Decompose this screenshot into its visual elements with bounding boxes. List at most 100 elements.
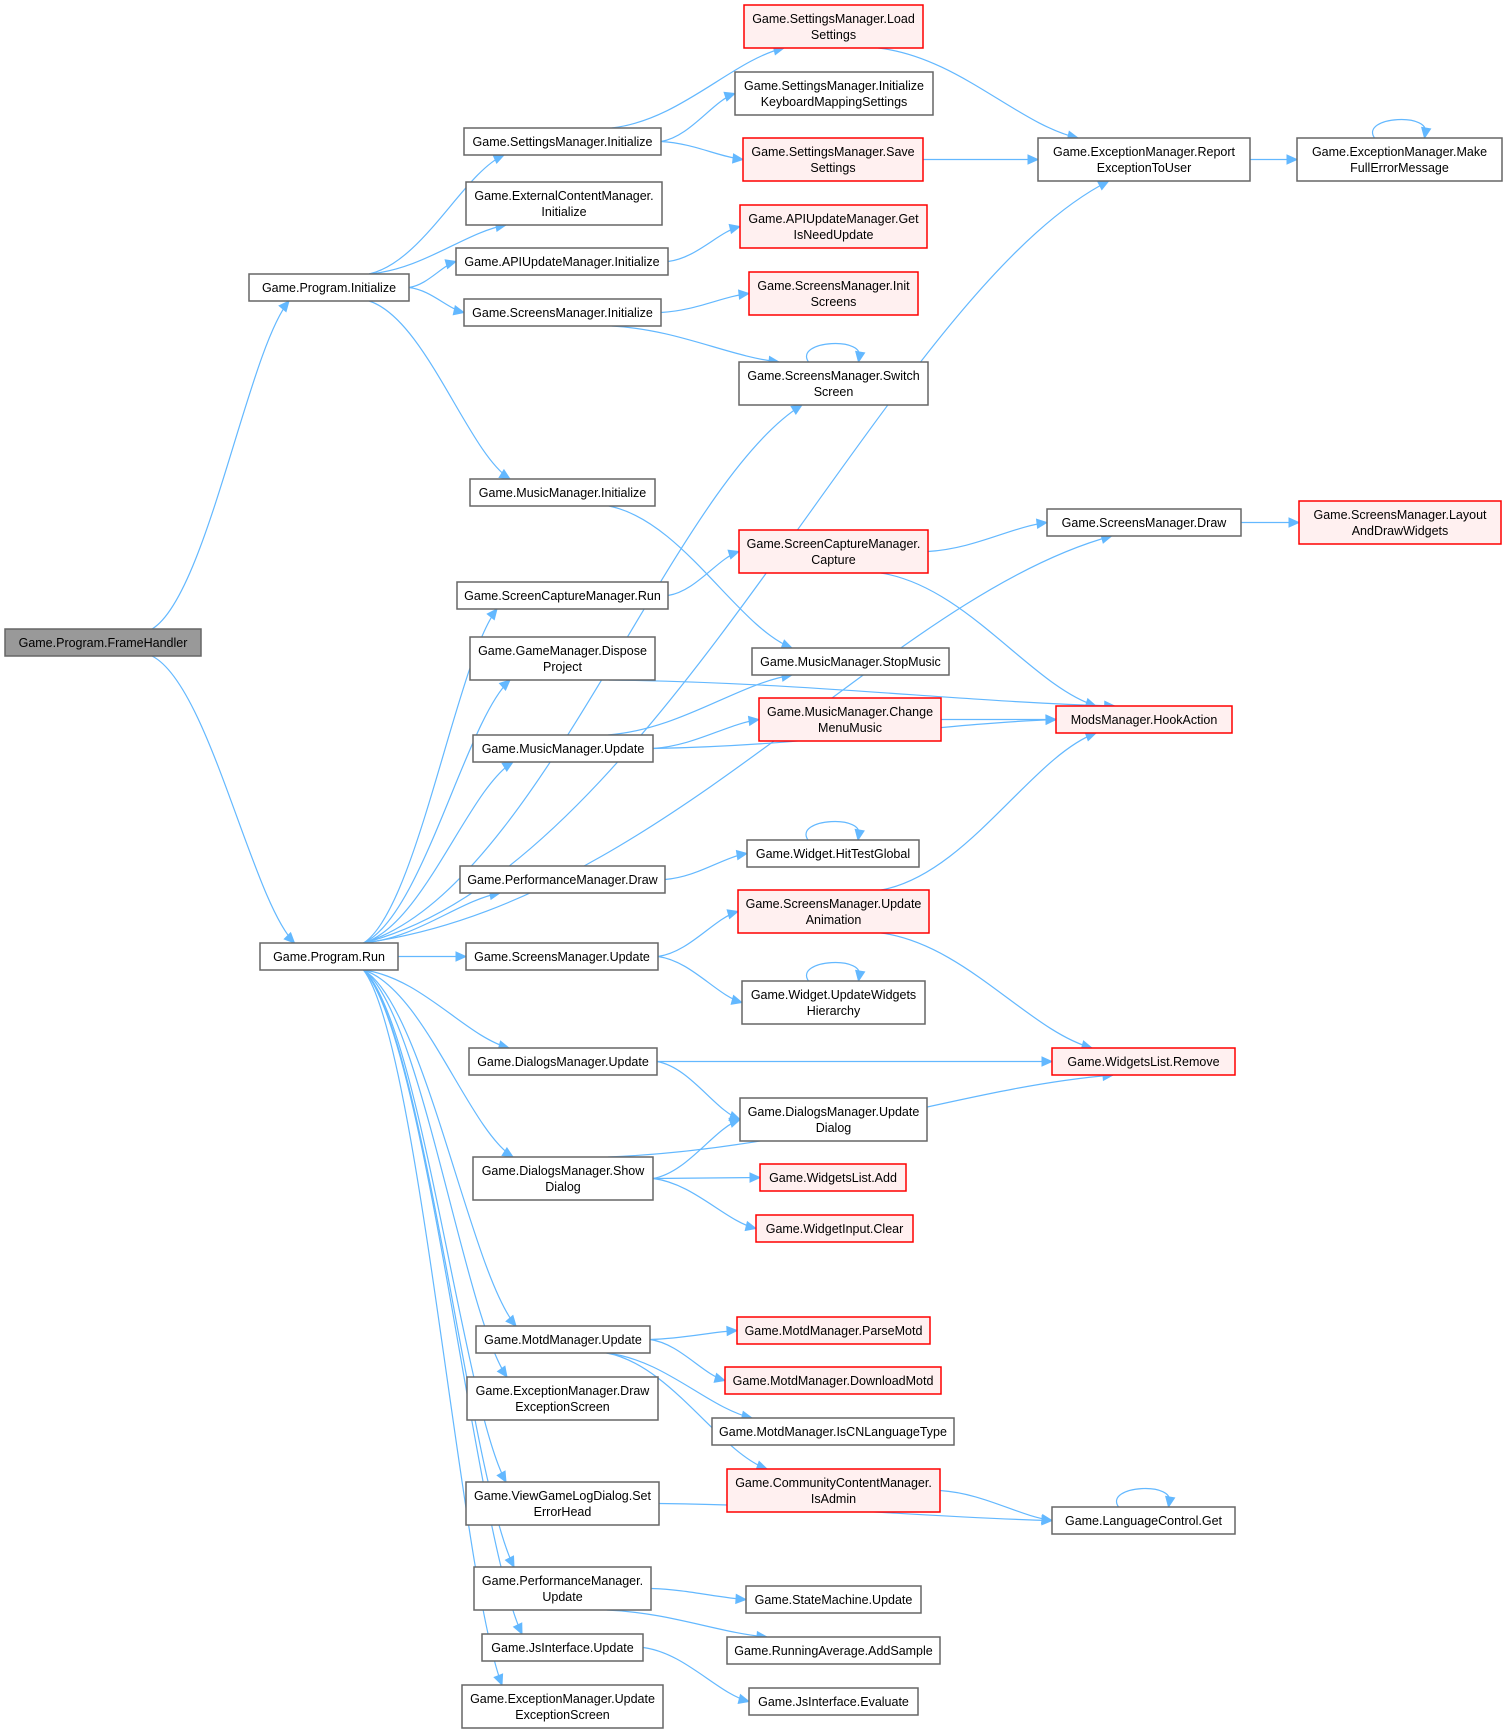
node-box[interactable]: [1046, 508, 1242, 537]
node-box[interactable]: [248, 273, 410, 302]
node-update-exc-screen[interactable]: Game.ExceptionManager.UpdateExceptionScr…: [461, 1684, 664, 1729]
node-box[interactable]: [737, 889, 930, 934]
node-report-exception[interactable]: Game.ExceptionManager.ReportExceptionToU…: [1037, 137, 1251, 182]
node-box[interactable]: [711, 1417, 955, 1446]
node-box[interactable]: [1037, 137, 1251, 182]
node-perf-update[interactable]: Game.PerformanceManager.Update: [473, 1566, 652, 1611]
node-box[interactable]: [461, 1684, 664, 1729]
node-init-keyboard[interactable]: Game.SettingsManager.InitializeKeyboardM…: [734, 71, 934, 116]
node-js-update[interactable]: Game.JsInterface.Update: [481, 1633, 644, 1662]
node-draw-exc-screen[interactable]: Game.ExceptionManager.DrawExceptionScree…: [466, 1376, 659, 1421]
node-box[interactable]: [758, 697, 942, 742]
node-box[interactable]: [481, 1633, 644, 1662]
node-hit-test-global[interactable]: Game.Widget.HitTestGlobal: [746, 839, 920, 868]
node-box[interactable]: [465, 1481, 660, 1526]
node-box[interactable]: [459, 865, 666, 894]
node-box[interactable]: [1055, 705, 1233, 734]
node-is-admin[interactable]: Game.CommunityContentManager.IsAdmin: [726, 1468, 941, 1513]
node-box[interactable]: [739, 1097, 928, 1142]
node-js-evaluate[interactable]: Game.JsInterface.Evaluate: [748, 1687, 919, 1716]
node-box[interactable]: [726, 1636, 941, 1665]
node-add-sample[interactable]: Game.RunningAverage.AddSample: [726, 1636, 941, 1665]
node-hook-action[interactable]: ModsManager.HookAction: [1055, 705, 1233, 734]
node-box[interactable]: [259, 942, 399, 971]
node-box[interactable]: [738, 361, 929, 406]
node-box[interactable]: [759, 1163, 907, 1192]
node-download-motd[interactable]: Game.MotdManager.DownloadMotd: [724, 1366, 942, 1395]
node-box[interactable]: [1298, 500, 1502, 545]
node-settings-init[interactable]: Game.SettingsManager.Initialize: [463, 127, 662, 156]
node-box[interactable]: [472, 734, 654, 763]
node-prog-init[interactable]: Game.Program.Initialize: [248, 273, 410, 302]
node-box[interactable]: [465, 181, 663, 226]
node-box[interactable]: [736, 1316, 931, 1345]
node-make-full-error[interactable]: Game.ExceptionManager.MakeFullErrorMessa…: [1296, 137, 1503, 182]
node-box[interactable]: [463, 127, 662, 156]
node-box[interactable]: [463, 298, 662, 327]
node-motd-update[interactable]: Game.MotdManager.Update: [475, 1325, 651, 1354]
node-screens-draw[interactable]: Game.ScreensManager.Draw: [1046, 508, 1242, 537]
node-widgets-remove[interactable]: Game.WidgetsList.Remove: [1051, 1047, 1236, 1076]
node-box[interactable]: [1296, 137, 1503, 182]
node-box[interactable]: [473, 1566, 652, 1611]
node-box[interactable]: [724, 1366, 942, 1395]
node-box[interactable]: [468, 1047, 658, 1076]
node-box[interactable]: [751, 647, 950, 676]
node-capture-run[interactable]: Game.ScreenCaptureManager.Run: [456, 581, 669, 610]
node-box[interactable]: [455, 247, 669, 276]
node-widgets-add[interactable]: Game.WidgetsList.Add: [759, 1163, 907, 1192]
node-frame-handler[interactable]: Game.Program.FrameHandler: [4, 628, 202, 657]
node-language-get[interactable]: Game.LanguageControl.Get: [1051, 1506, 1236, 1535]
node-box[interactable]: [743, 4, 924, 49]
node-box[interactable]: [734, 71, 934, 116]
node-capture[interactable]: Game.ScreenCaptureManager.Capture: [738, 529, 929, 574]
node-box[interactable]: [472, 1156, 654, 1201]
node-music-update[interactable]: Game.MusicManager.Update: [472, 734, 654, 763]
node-box[interactable]: [456, 581, 669, 610]
node-music-init[interactable]: Game.MusicManager.Initialize: [469, 478, 656, 507]
node-perf-draw[interactable]: Game.PerformanceManager.Draw: [459, 865, 666, 894]
node-box[interactable]: [1051, 1506, 1236, 1535]
node-box[interactable]: [742, 137, 924, 182]
node-state-machine-update[interactable]: Game.StateMachine.Update: [745, 1585, 922, 1614]
node-apiupdate-init[interactable]: Game.APIUpdateManager.Initialize: [455, 247, 669, 276]
node-extcontent-init[interactable]: Game.ExternalContentManager.Initialize: [465, 181, 663, 226]
node-dialogs-update[interactable]: Game.DialogsManager.Update: [468, 1047, 658, 1076]
node-widget-input-clear[interactable]: Game.WidgetInput.Clear: [755, 1214, 914, 1243]
node-parse-motd[interactable]: Game.MotdManager.ParseMotd: [736, 1316, 931, 1345]
node-screens-init[interactable]: Game.ScreensManager.Initialize: [463, 298, 662, 327]
node-box[interactable]: [738, 529, 929, 574]
node-box[interactable]: [748, 1687, 919, 1716]
node-box[interactable]: [748, 271, 919, 316]
node-box[interactable]: [469, 478, 656, 507]
node-box[interactable]: [1051, 1047, 1236, 1076]
node-stop-music[interactable]: Game.MusicManager.StopMusic: [751, 647, 950, 676]
node-box[interactable]: [469, 636, 656, 681]
node-box[interactable]: [475, 1325, 651, 1354]
node-is-cn-language[interactable]: Game.MotdManager.IsCNLanguageType: [711, 1417, 955, 1446]
node-box[interactable]: [466, 1376, 659, 1421]
node-box[interactable]: [726, 1468, 941, 1513]
node-box[interactable]: [755, 1214, 914, 1243]
node-prog-run[interactable]: Game.Program.Run: [259, 942, 399, 971]
node-box[interactable]: [739, 204, 928, 249]
node-box[interactable]: [465, 942, 659, 971]
node-box[interactable]: [745, 1585, 922, 1614]
node-box[interactable]: [4, 628, 202, 657]
node-box[interactable]: [741, 980, 926, 1025]
node-screens-update[interactable]: Game.ScreensManager.Update: [465, 942, 659, 971]
node-box[interactable]: [746, 839, 920, 868]
